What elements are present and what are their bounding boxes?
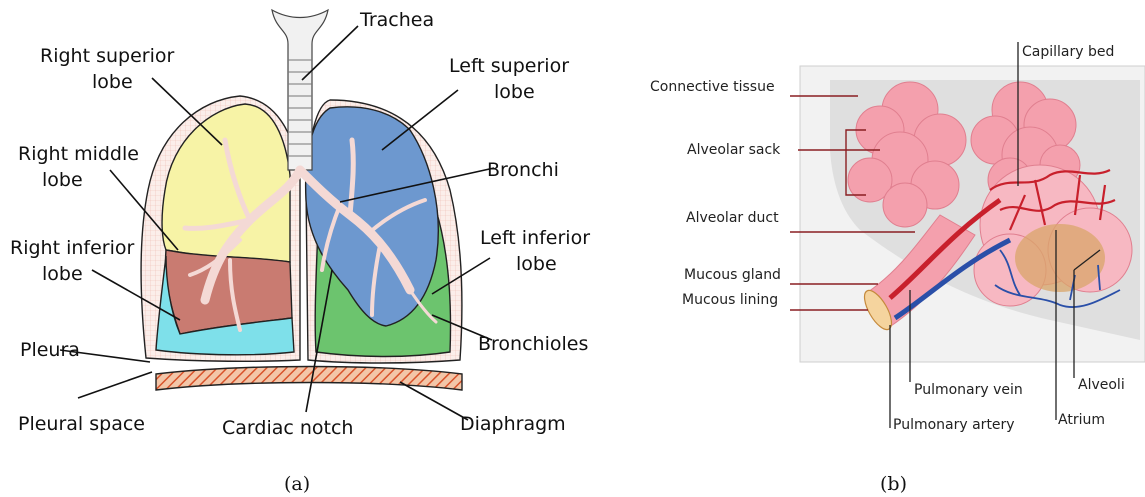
label-left-inferior-2: lobe — [516, 253, 557, 275]
diaphragm-shape — [156, 367, 462, 391]
label-alveoli: Alveoli — [1078, 377, 1125, 393]
label-mucous-lining: Mucous lining — [682, 292, 778, 308]
label-trachea: Trachea — [359, 9, 434, 31]
label-alveolar-sack: Alveolar sack — [687, 142, 781, 158]
label-right-middle-1: Right middle — [18, 143, 139, 165]
label-diaphragm: Diaphragm — [460, 413, 566, 435]
label-right-inferior-1: Right inferior — [10, 237, 134, 259]
label-pleura: Pleura — [20, 339, 80, 361]
label-atrium: Atrium — [1058, 412, 1105, 428]
label-connective-tissue: Connective tissue — [650, 79, 775, 95]
label-right-superior-2: lobe — [92, 71, 133, 93]
panel-b-alveoli: Capillary bed Connective tissue Alveolar… — [650, 42, 1145, 495]
label-cardiac-notch: Cardiac notch — [222, 417, 353, 439]
label-mucous-gland: Mucous gland — [684, 267, 781, 283]
label-bronchi: Bronchi — [487, 159, 559, 181]
label-left-superior-1: Left superior — [449, 55, 569, 77]
label-capillary-bed: Capillary bed — [1022, 44, 1114, 60]
panel-a-lungs: Trachea Right superior lobe Left superio… — [10, 9, 590, 495]
label-pulmonary-vein: Pulmonary vein — [914, 382, 1023, 398]
label-bronchioles: Bronchioles — [478, 333, 588, 355]
caption-a: (a) — [284, 473, 310, 495]
label-right-middle-2: lobe — [42, 169, 83, 191]
label-left-superior-2: lobe — [494, 81, 535, 103]
label-pulmonary-artery: Pulmonary artery — [893, 417, 1015, 433]
label-pleural-space: Pleural space — [18, 413, 145, 435]
caption-b: (b) — [880, 473, 907, 495]
label-left-inferior-1: Left inferior — [480, 227, 590, 249]
label-right-inferior-2: lobe — [42, 263, 83, 285]
label-alveolar-duct: Alveolar duct — [686, 210, 779, 226]
label-right-superior-1: Right superior — [40, 45, 174, 67]
